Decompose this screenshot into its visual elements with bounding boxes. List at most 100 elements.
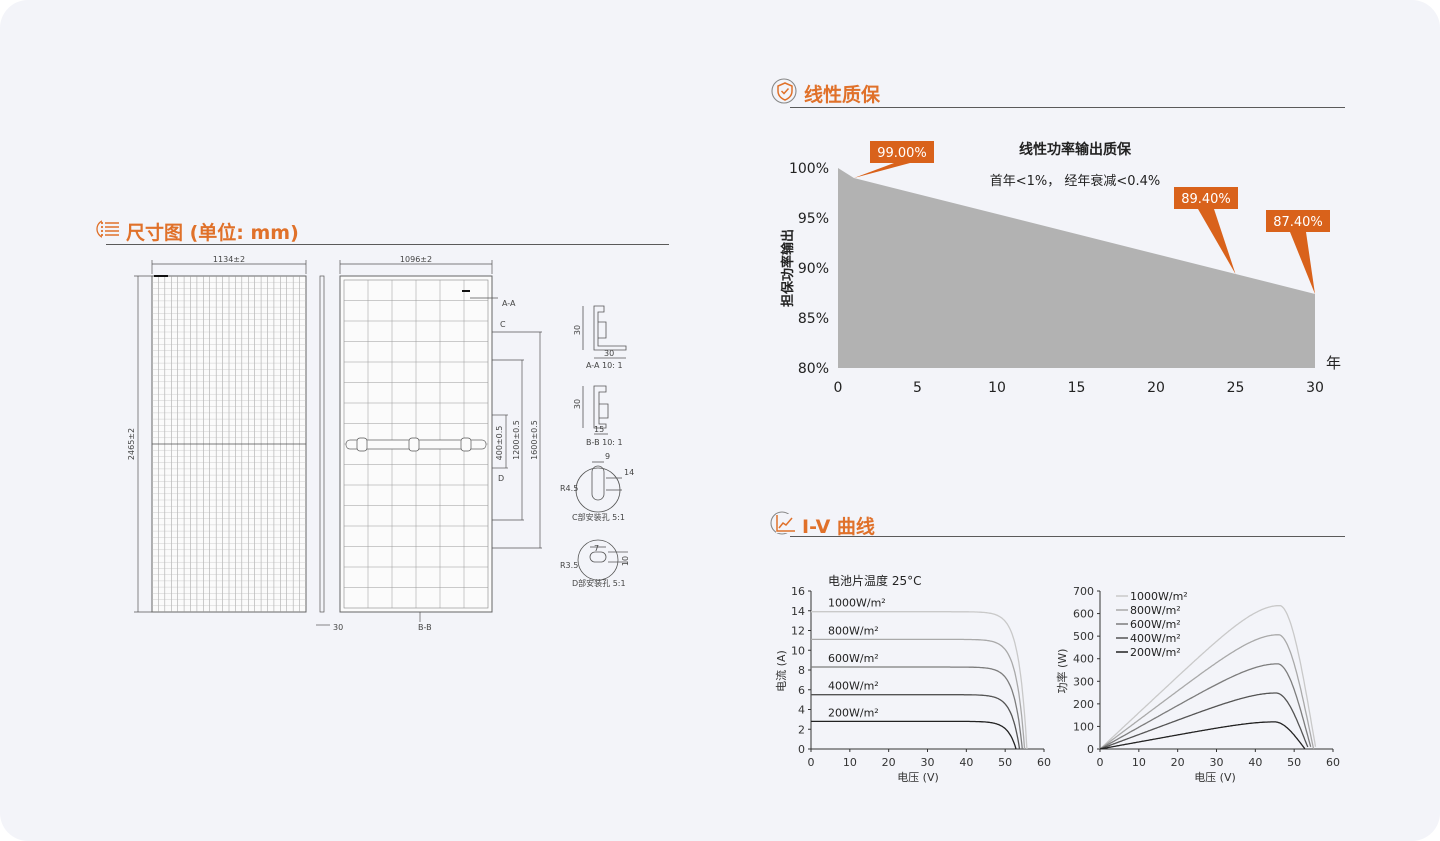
warranty-chart: 线性功率输出质保 首年<1%， 经年衰减<0.4% 担保功率输出 年 80%85… — [780, 141, 1341, 396]
front-panel-grid — [151, 275, 307, 613]
dimensions-section-title: 尺寸图 (单位: mm) — [96, 214, 299, 248]
junction-box — [460, 437, 472, 452]
label-c: C — [500, 320, 506, 329]
d-caption: D部安装孔 5:1 — [572, 578, 626, 588]
d-height-label: 10 — [621, 556, 630, 566]
iv-curve — [811, 638, 1026, 750]
section-bb-profile — [582, 385, 609, 435]
x-tick-label: 40 — [959, 756, 973, 769]
series-label: 200W/m² — [828, 706, 879, 719]
aa-caption: A-A 10: 1 — [586, 361, 623, 370]
iv-curve — [811, 720, 1017, 750]
x-tick-label: 10 — [843, 756, 857, 769]
y-tick-label: 16 — [791, 585, 805, 598]
bb-height-label: 30 — [573, 399, 582, 409]
x-tick-label: 40 — [1248, 756, 1262, 769]
y-axis-label: 电流 (A) — [774, 650, 788, 692]
x-tick-label: 30 — [1210, 756, 1224, 769]
aa-height-label: 30 — [573, 325, 582, 335]
series-label: 400W/m² — [828, 680, 879, 693]
warranty-area-fill — [838, 168, 1315, 368]
section-heading: 线性质保 — [804, 83, 881, 106]
iv-section-title: I-V 曲线 — [770, 508, 875, 542]
y-tick-label: 12 — [791, 625, 805, 638]
junction-box — [356, 437, 368, 452]
x-tick-label: 50 — [998, 756, 1012, 769]
callout-box — [1174, 187, 1238, 209]
callout-label: 87.40% — [1273, 215, 1323, 230]
x-tick-label: 25 — [1227, 380, 1245, 396]
section-divider — [790, 107, 1345, 108]
legend-label: 800W/m² — [1130, 604, 1181, 617]
y-tick-label: 80% — [798, 361, 829, 377]
legend-label: 600W/m² — [1130, 618, 1181, 631]
x-tick-label: 20 — [882, 756, 896, 769]
warranty-section-title: 线性质保 — [770, 76, 880, 110]
y-tick-label: 0 — [1087, 743, 1094, 756]
y-tick-label: 400 — [1073, 653, 1094, 666]
x-tick-label: 15 — [1068, 380, 1086, 396]
x-tick-label: 0 — [808, 756, 815, 769]
back-panel-frame — [339, 275, 493, 613]
section-aa-profile — [582, 305, 627, 359]
y-tick-label: 500 — [1073, 630, 1094, 643]
shield-check-icon — [770, 76, 800, 110]
legend-label: 400W/m² — [1130, 632, 1181, 645]
y-tick-label: 600 — [1073, 608, 1094, 621]
x-tick-label: 0 — [834, 380, 843, 396]
frame-thickness-label: 30 — [333, 623, 343, 632]
y-tick-label: 10 — [791, 644, 805, 657]
pv-curve — [1099, 663, 1312, 750]
bb-width-label: 15 — [594, 425, 604, 434]
callout-pointer — [1198, 209, 1236, 274]
mounting-hole-c — [575, 461, 622, 513]
y-tick-label: 14 — [791, 605, 805, 618]
y-tick-label: 85% — [798, 311, 829, 327]
line-chart-icon — [770, 508, 798, 542]
junction-box — [408, 437, 420, 452]
legend-label: 1000W/m² — [1130, 590, 1188, 603]
x-tick-label: 30 — [1306, 380, 1324, 396]
pv-curve — [1099, 692, 1309, 750]
mounting-hole-d — [577, 539, 628, 581]
callout-box — [1266, 210, 1330, 232]
height-label: 2465±2 — [127, 428, 136, 460]
dimension-lines — [134, 260, 542, 626]
iv-curve — [811, 694, 1021, 750]
legend-label: 200W/m² — [1130, 646, 1181, 659]
y-tick-label: 200 — [1073, 698, 1094, 711]
y-tick-label: 700 — [1073, 585, 1094, 598]
y-tick-label: 6 — [798, 684, 805, 697]
y-tick-label: 90% — [798, 261, 829, 277]
warranty-area: 99.00%89.40%87.40% — [838, 141, 1330, 368]
dim-1200-label: 1200±0.5 — [512, 420, 521, 460]
label-d: D — [498, 474, 504, 483]
y-tick-label: 100% — [789, 161, 829, 177]
d-radius-label: R3.5 — [560, 561, 578, 570]
label-aa: A-A — [502, 299, 516, 308]
aa-width-label: 30 — [604, 349, 614, 358]
callout-box — [870, 141, 934, 163]
series-label: 600W/m² — [828, 652, 879, 665]
x-tick-label: 50 — [1287, 756, 1301, 769]
callout-pointer — [853, 163, 910, 178]
pv-curve — [1099, 721, 1306, 750]
iv-curve — [811, 611, 1028, 750]
series-label: 800W/m² — [828, 624, 879, 637]
c-caption: C部安装孔 5:1 — [572, 512, 625, 522]
section-divider — [106, 244, 669, 245]
callout-pointer — [1290, 232, 1315, 294]
iv-curve — [811, 666, 1023, 750]
dimension-drawing: 1134±2 1096±2 2465±2 30 400±0.5 1200±0.5… — [127, 255, 634, 632]
dim-400-label: 400±0.5 — [495, 426, 504, 461]
y-ticks: 80%85%90%95%100% — [789, 161, 829, 377]
pv-curve — [1099, 605, 1317, 750]
chart-subtitle: 首年<1%， 经年衰减<0.4% — [990, 173, 1161, 189]
series-label: 1000W/m² — [828, 597, 886, 610]
x-tick-label: 60 — [1326, 756, 1340, 769]
